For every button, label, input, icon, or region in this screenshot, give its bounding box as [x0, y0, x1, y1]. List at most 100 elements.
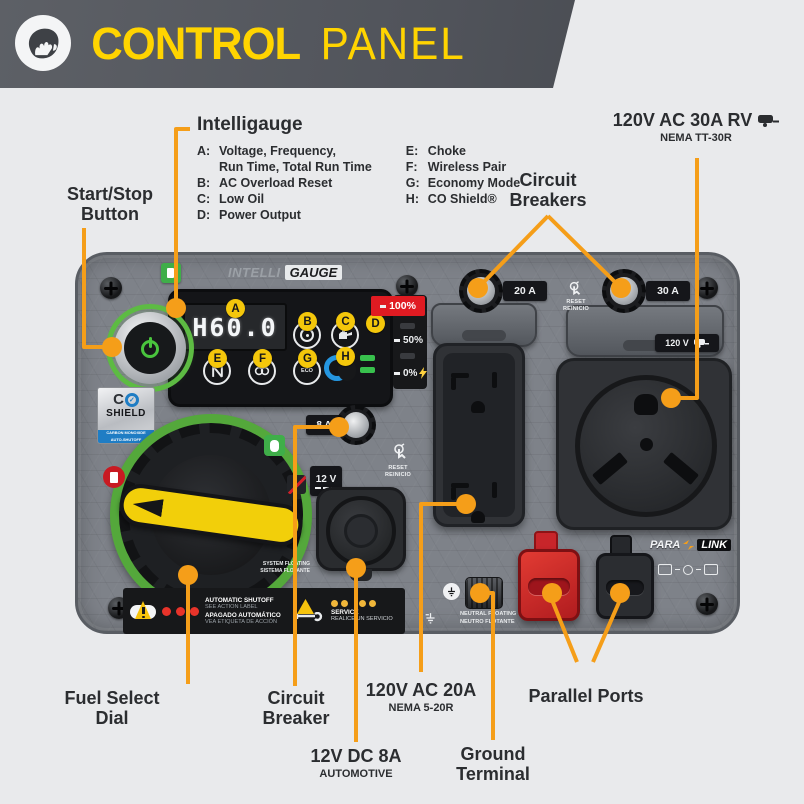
v120-tag: 120 V: [655, 334, 719, 352]
amp-30-tag: 30 A: [646, 281, 690, 301]
shutoff-line1: AUTOMATIC SHUTOFF: [205, 597, 274, 604]
rv-sub: NEMA TT-30R: [660, 132, 732, 145]
circuit-breakers-callout: Circuit Breakers: [488, 170, 608, 210]
marker-e: E: [208, 349, 227, 368]
load-0: 0%: [394, 367, 428, 379]
reset-label: RESET: [388, 465, 408, 471]
lightning-icon: [419, 367, 428, 379]
warning-cloud-icon: [130, 599, 156, 623]
legend-text: Power Output: [219, 208, 301, 222]
rv-trailer-icon: [758, 114, 780, 127]
service-leds: [331, 600, 393, 607]
legend-key: E:: [405, 144, 419, 158]
load-50: 50%: [394, 335, 423, 346]
legend-key: D:: [197, 208, 211, 222]
marker-d: D: [366, 314, 385, 333]
system-floating-1: SYSTEM FLOATING: [262, 561, 310, 567]
rv-center-hole: [640, 438, 653, 451]
service-line2: REALICE UN SERVICIO: [331, 616, 393, 622]
service-line1: SERVICE: [331, 609, 359, 616]
v12-label: 12 V: [315, 473, 337, 485]
shutoff-strip: AUTOMATIC SHUTOFF SEE ACTION LABEL APAGA…: [123, 588, 405, 634]
legend-key: F:: [405, 160, 418, 174]
legend-text: Economy Mode: [427, 176, 521, 190]
reset-touch-icon: [569, 281, 581, 296]
dc12-callout: 12V DC 8A AUTOMOTIVE: [276, 746, 436, 780]
link-icon: [683, 564, 693, 575]
neutral-floating-2: NEUTRO FLOTANTE: [460, 618, 515, 625]
intelligauge-callout: Intelligauge A: Voltage, Frequency, Run T…: [197, 114, 520, 223]
rv-neutral-slot: [634, 394, 658, 415]
led-green: [360, 367, 375, 373]
ac-duplex-outlet: [433, 343, 525, 527]
led-bar: [400, 353, 415, 359]
legend-text: CO Shield®: [427, 192, 497, 206]
banner-title: CONTROL PANEL: [88, 0, 471, 88]
ground-callout: Ground Terminal: [418, 744, 568, 784]
legend-text: Voltage, Frequency,: [219, 144, 336, 158]
legend-key: C:: [197, 192, 211, 206]
load-100-tab: 100%: [371, 296, 425, 316]
eco-label: ECO: [301, 368, 313, 374]
hot-slot: [492, 482, 497, 498]
ground-line2: Terminal: [456, 764, 530, 785]
dc-socket-inner: [344, 514, 378, 548]
co-badge-shield: SHIELD: [106, 408, 146, 419]
legend-key: A:: [197, 144, 211, 158]
rv-outlet: [556, 358, 732, 530]
ground-slot: [471, 511, 485, 523]
brand-gauge: GAUGE: [284, 265, 343, 280]
paralink-logo: PARA LINK: [650, 539, 732, 551]
generator-panel: INTELLI GAUGE H60.0 ECO: [75, 252, 740, 634]
shutoff-line2: SEE ACTION LABEL: [205, 604, 258, 610]
fuel-line1: Fuel Select: [64, 688, 160, 708]
legend-left: A: Voltage, Frequency, Run Time, Total Ru…: [197, 143, 372, 223]
gorilla-icon: [28, 28, 59, 59]
intelligauge-title: Intelligauge: [197, 114, 303, 135]
dc-socket-hinge: [350, 569, 372, 581]
reinicio-label: REINICIO: [384, 472, 412, 478]
paralink-link: LINK: [697, 539, 732, 551]
legend-key: B:: [197, 176, 211, 190]
legend-key: G:: [405, 176, 420, 190]
legend-key: H:: [405, 192, 419, 206]
propane-icon: [264, 435, 285, 456]
banner-title-control: CONTROL: [91, 18, 301, 69]
start-stop-line2: Button: [81, 204, 139, 225]
marker-b: B: [298, 312, 317, 331]
co-badge-sub2: AUTO-SHUTOFF: [110, 436, 142, 442]
rv-title: 120V AC 30A RV: [612, 110, 753, 130]
dc12-title: 12V DC 8A: [310, 746, 402, 766]
screw-icon: [100, 277, 122, 299]
shutoff-leds: [162, 606, 199, 616]
parallel-title: Parallel Ports: [528, 686, 644, 706]
legend-key: [197, 159, 219, 175]
ground-symbol-icon: [443, 583, 460, 600]
system-floating-2: SISTEMA FLOTANTE: [260, 568, 310, 574]
load-100-label: 100%: [389, 300, 416, 312]
fuel-line2: Dial: [95, 708, 129, 729]
intelligauge-brand: INTELLI GAUGE: [228, 265, 343, 280]
banner-title-panel: PANEL: [321, 18, 467, 69]
shutoff-line3: APAGADO AUTOMÁTICO: [205, 612, 281, 619]
marker-g: G: [298, 349, 317, 368]
legend-text: Run Time, Total Run Time: [219, 160, 372, 174]
load-0-label: 0%: [403, 367, 418, 379]
ac-breaker-30a-button: [610, 277, 638, 305]
ac20-title: 120V AC 20A: [365, 680, 477, 700]
ac20-callout: 120V AC 20A NEMA 5-20R: [340, 680, 502, 714]
legend-text: Low Oil: [219, 192, 265, 206]
generator-icon: [704, 564, 718, 575]
led-green: [360, 355, 375, 361]
screw-icon: [696, 277, 718, 299]
marker-c: C: [336, 312, 355, 331]
fuel-callout: Fuel Select Dial: [32, 688, 192, 728]
ground-terminal-stud: [465, 577, 503, 609]
legend-right: E:Choke F:Wireless Pair G:Economy Mode H…: [406, 143, 520, 223]
neutral-slot: [451, 373, 469, 378]
circuit-breaker-callout: Circuit Breaker: [226, 688, 366, 728]
marker-f: F: [253, 349, 272, 368]
neutral-slot: [451, 487, 456, 500]
load-50-label: 50%: [403, 335, 424, 346]
parallel-callout: Parallel Ports: [496, 686, 676, 706]
